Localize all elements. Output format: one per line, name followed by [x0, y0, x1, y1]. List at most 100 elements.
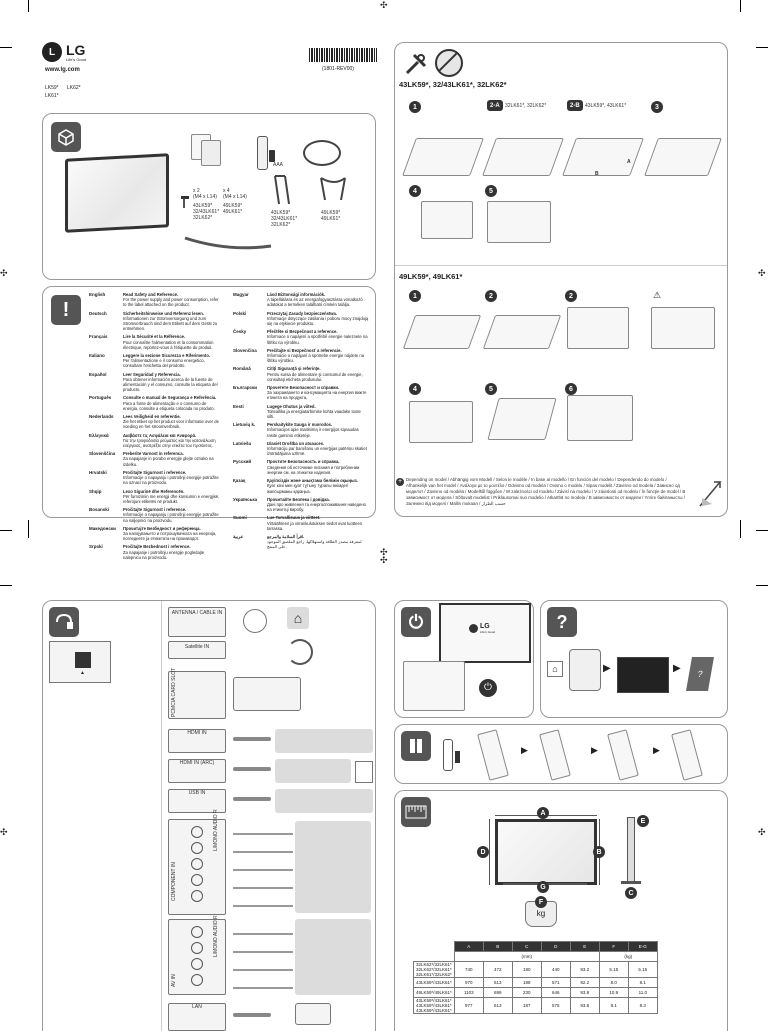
- language-title: Pročitajte Sigurnost i reference.: [123, 469, 187, 475]
- step-number: 5: [485, 185, 497, 197]
- value-cell: 575: [540, 997, 571, 1014]
- step-2b-illustration: [562, 138, 644, 176]
- table-row: 32LK62*/32LK61* 32LK62*/32LK61* 32LK61*/…: [413, 961, 658, 978]
- language-title: Қауіпсіздік және анықтама бөлімін оқыңыз…: [267, 478, 358, 484]
- no-table-icon: [435, 49, 463, 77]
- step-number: 1: [409, 290, 421, 302]
- warning-icon: !: [51, 295, 81, 325]
- website: www.lg.com: [45, 67, 80, 73]
- step-2b-models: 43LK59*, 43LK61*: [585, 103, 627, 109]
- language-title: Lugege Ohutus ja viited.: [267, 403, 316, 409]
- value-cell: 699: [482, 987, 513, 998]
- av-port: [168, 919, 226, 995]
- house-antenna-icon: ⌂: [287, 607, 309, 629]
- dim-marker-g: G: [537, 881, 549, 893]
- lan-port: LAN: [168, 1003, 226, 1031]
- value-cell: 5.15: [598, 961, 629, 978]
- model-cell: 43LK59*/43LK61*: [413, 977, 455, 988]
- language-name: Français: [89, 334, 108, 340]
- step-1-illustration: [402, 315, 482, 349]
- language-title: Leggere la sezione Sicurezza e Riferimen…: [123, 353, 211, 359]
- language-name: Română: [233, 366, 251, 372]
- language-name: Magyar: [233, 292, 249, 297]
- power-cord-illustration: [303, 140, 341, 166]
- hdmi-cable-icon: [233, 737, 271, 741]
- cable-holder-illustration: [184, 236, 272, 250]
- parts-panel: AAA x 2 (M4 x L14) 43LK59* 32/43LK61* 32…: [42, 113, 376, 280]
- value-cell: 92.2: [569, 977, 600, 988]
- registration-mark: ✣: [380, 0, 388, 10]
- language-name: Shqip: [89, 488, 102, 494]
- value-cell: 1103: [453, 987, 484, 998]
- registration-mark: ✣✣: [380, 547, 388, 565]
- remote-home-illustration: ⌂: [547, 661, 563, 677]
- caution-icon: ⚠: [653, 290, 662, 300]
- usb-cable-icon: [233, 797, 271, 801]
- tv-side-dim: [627, 817, 635, 883]
- language-name: English: [89, 292, 106, 297]
- help-icon: ?: [547, 607, 577, 637]
- component-jacks-label: L/MONO AUDIO R: [213, 809, 219, 851]
- step-3-alt-illustration: [651, 307, 715, 349]
- language-body: Сведения об источнике питания и потребле…: [267, 464, 360, 475]
- battery-step-2: [539, 729, 571, 781]
- satellite-dish-icon: [287, 639, 313, 665]
- language-name: Nederlands: [89, 414, 114, 420]
- step-2a-tag: 2-A: [487, 100, 503, 111]
- power-button-illustration: [403, 661, 465, 711]
- av-jacks-label: L/MONO AUDIO R: [213, 915, 219, 957]
- step-number: 3: [651, 101, 663, 113]
- step-5-illustration: [487, 201, 551, 243]
- registration-mark: ✣: [758, 268, 766, 278]
- step-number: 6: [565, 383, 577, 395]
- value-cell: 93.2: [569, 961, 600, 978]
- step-number: 5: [485, 383, 497, 395]
- tv-back-illustration: ▲: [49, 641, 111, 683]
- stand-b-models: 49LK59* 49LK61*: [321, 210, 341, 222]
- language-body: Për furnizimin me energji dhe konsumin e…: [123, 493, 220, 504]
- step-number: 4: [409, 383, 421, 395]
- value-cell: 571: [540, 977, 571, 988]
- logo-text: LG: [66, 41, 86, 58]
- batteries-illustration: [269, 150, 275, 162]
- av-cables: [233, 925, 293, 989]
- language-body: Informacije o napajanju i potrošnji ener…: [123, 475, 219, 486]
- step-1-illustration: [402, 138, 484, 176]
- lan-cable-icon: [233, 1013, 271, 1017]
- language-name: Bosanski: [89, 507, 110, 513]
- screen-illustration: [617, 657, 669, 693]
- group2-title: 49LK59*, 49LK61*: [399, 272, 463, 281]
- language-title: اقرأ السلامة والمرجع.: [267, 533, 305, 539]
- logo-tagline: Life's Good: [66, 56, 87, 62]
- usb-port: USB IN: [168, 789, 226, 813]
- pcmcia-slot: [168, 671, 226, 719]
- language-title: Pročitajte Bezbednost i reference.: [123, 544, 191, 550]
- step-number: 1: [409, 101, 421, 113]
- dimensions-table: A B C D E F E-G (mm) (kg) 32LK62*/32LK61…: [413, 941, 658, 1014]
- table-row: 43LK59*/43LK61* 43LK59*/43LK61* 43LK59*/…: [413, 997, 658, 1014]
- step-2a-illustration: [482, 138, 564, 176]
- value-cell: 11.0: [627, 987, 658, 998]
- language-name: Česky: [233, 329, 247, 335]
- language-name: Deutsch: [89, 310, 107, 316]
- model-cell: 32LK62*/32LK61* 32LK62*/32LK61* 32LK61*/…: [413, 961, 455, 978]
- screw-icon: [181, 196, 189, 199]
- step-4-illustration: [409, 401, 473, 443]
- stand-b-illustration: [320, 177, 346, 201]
- hdmi-arc-port: HDMI IN (ARC): [168, 759, 226, 783]
- connection-icon: [49, 607, 79, 637]
- language-name: Srpski: [89, 544, 103, 550]
- fold-arrow-icon: [699, 481, 722, 507]
- power-panel: ⏻ LG Life's Good ⏻: [394, 600, 534, 718]
- box-contents-icon: [51, 122, 81, 152]
- language-name: Русский: [233, 459, 252, 465]
- value-cell: 613: [482, 997, 513, 1014]
- language-entry: Srpski Pročitajte Bezbednost i reference.…: [89, 544, 221, 560]
